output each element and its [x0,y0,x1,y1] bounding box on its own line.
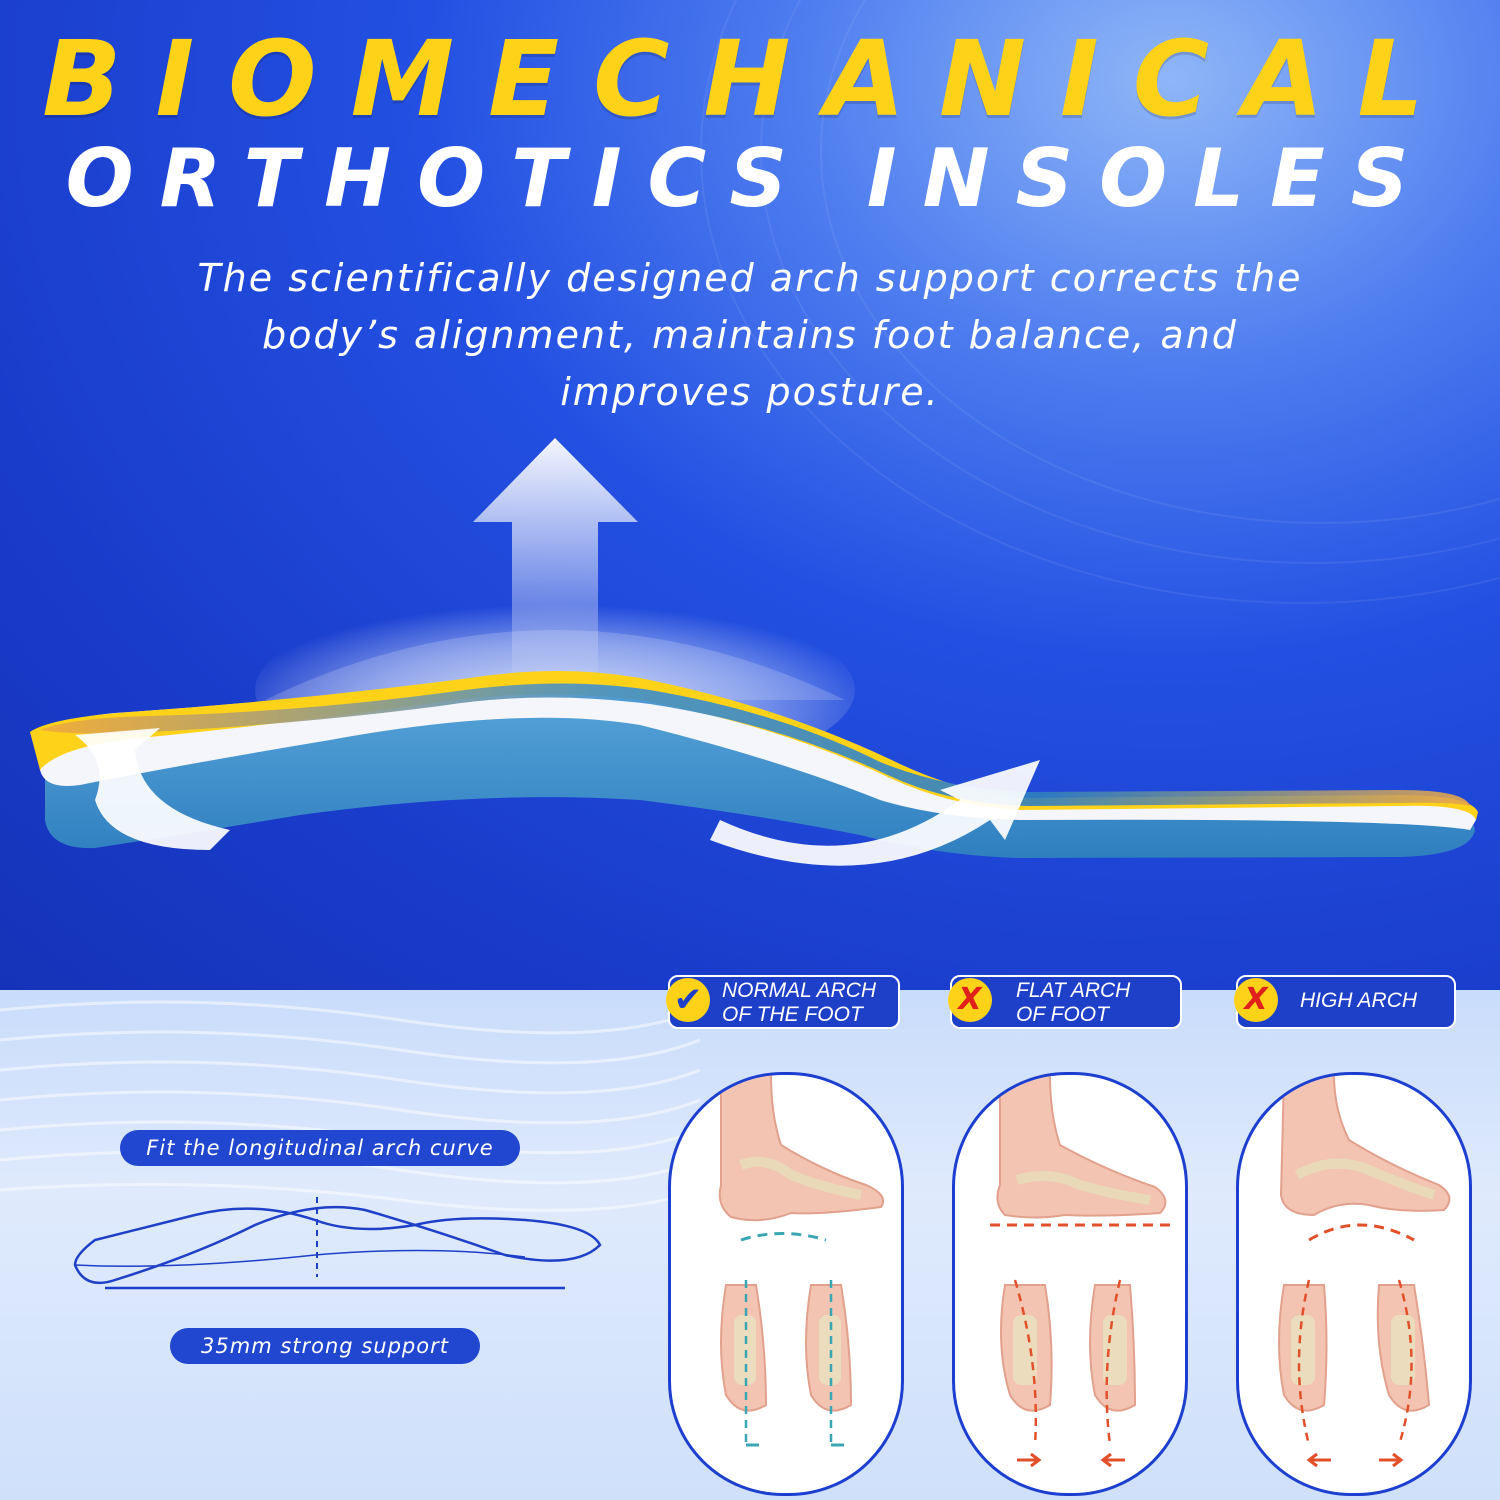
support-label: 35mm strong support [170,1328,480,1364]
badge-line: OF FOOT [1016,1003,1109,1026]
wave-texture [0,1000,700,1212]
panel-normal-arch [668,1072,904,1496]
badge-flat-arch: X FLAT ARCH OF FOOT [948,975,1182,1029]
high-foot-illustration [1278,1075,1451,1468]
description-line: body’s alignment, maintains foot balance… [262,313,1238,357]
badge-line: OF THE FOOT [722,1003,863,1026]
badge-high-arch: X HIGH ARCH [1234,975,1456,1029]
insole-illustration [30,438,1478,866]
badge-line: NORMAL ARCH [722,979,877,1002]
description: The scientifically designed arch support… [150,250,1350,421]
flat-foot-illustration [990,1075,1170,1468]
x-icon: X [1234,978,1278,1022]
up-arrow-icon [473,438,638,680]
hero-section: BIOMECHANICAL ORTHOTICS INSOLES The scie… [0,0,1500,990]
headline-primary: BIOMECHANICAL [42,18,1458,140]
check-icon: ✔ [666,978,710,1022]
badge-line: HIGH ARCH [1300,989,1418,1012]
panel-high-arch [1236,1072,1472,1496]
panel-flat-arch [952,1072,1188,1496]
description-line: The scientifically designed arch support… [197,256,1303,300]
arch-curve-label: Fit the longitudinal arch curve [120,1130,520,1166]
description-line: improves posture. [560,370,940,414]
badge-line: FLAT ARCH [1016,979,1131,1002]
badge-normal-arch: ✔ NORMAL ARCH OF THE FOOT [666,975,900,1029]
x-icon: X [948,978,992,1022]
flex-arrow-icon [75,728,1040,866]
arch-curve-diagram [73,1197,602,1290]
headline-secondary: ORTHOTICS INSOLES [65,132,1435,225]
normal-foot-illustration [718,1075,885,1447]
